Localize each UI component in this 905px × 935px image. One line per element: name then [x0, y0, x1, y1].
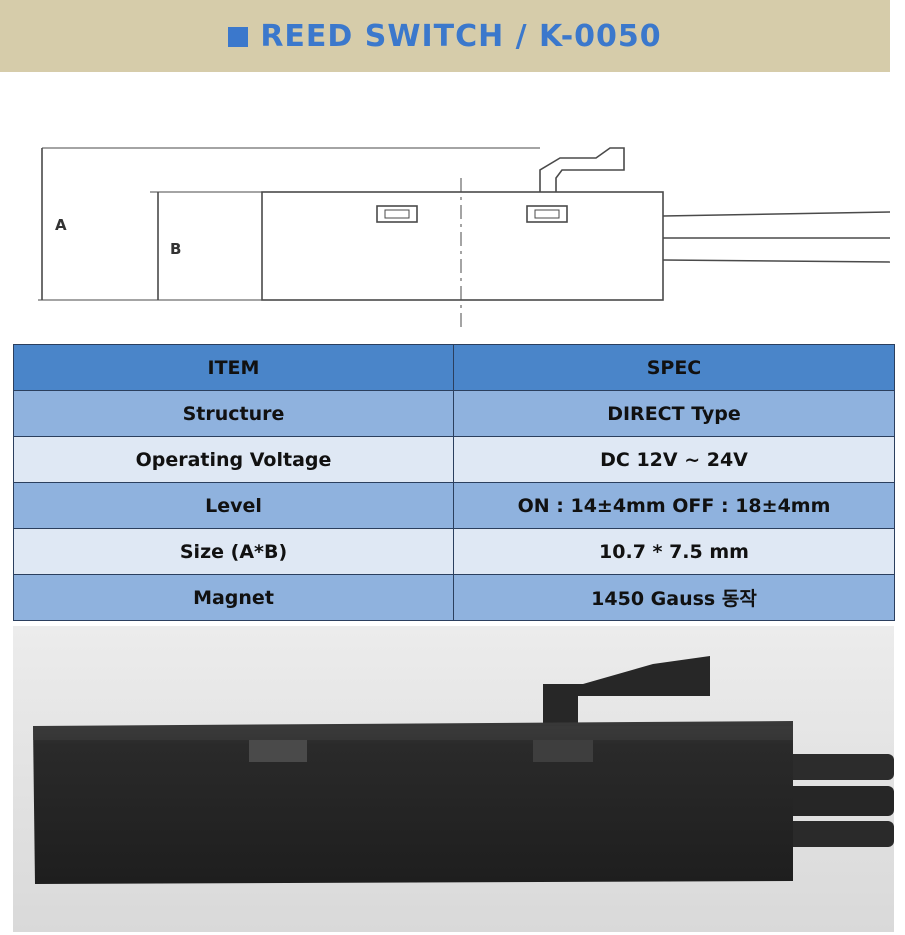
table-row: Level ON : 14±4mm OFF : 18±4mm: [13, 482, 895, 529]
label-b: B: [170, 240, 181, 258]
spec-cell: ON : 14±4mm OFF : 18±4mm: [453, 482, 895, 529]
page-title-text: REED SWITCH / K-0050: [260, 18, 662, 54]
title-bar: REED SWITCH / K-0050: [0, 0, 890, 72]
item-cell: Level: [13, 482, 454, 529]
window-right: [526, 205, 568, 223]
item-cell: Structure: [13, 390, 454, 437]
wire-bottom: [662, 259, 891, 263]
table-row: Operating Voltage DC 12V ~ 24V: [13, 436, 895, 483]
switch-hook-outline: [539, 147, 625, 192]
table-header-row: ITEM SPEC: [13, 344, 895, 391]
technical-drawing: A B: [38, 147, 891, 330]
switch-body: [33, 721, 793, 884]
wire-2: [783, 786, 894, 816]
spec-cell: 1450 Gauss 동작: [453, 574, 895, 621]
wire-top: [662, 211, 891, 217]
spec-cell: DC 12V ~ 24V: [453, 436, 895, 483]
table-row: Magnet 1450 Gauss 동작: [13, 574, 895, 621]
hook: [543, 656, 710, 724]
wire-3: [783, 821, 894, 847]
table-row: Structure DIRECT Type: [13, 390, 895, 437]
spec-table: ITEM SPEC Structure DIRECT Type Operatin…: [13, 344, 895, 621]
item-cell: Size (A*B): [13, 528, 454, 575]
product-photo: [13, 626, 894, 932]
header-spec: SPEC: [453, 344, 895, 391]
table-row: Size (A*B) 10.7 * 7.5 mm: [13, 528, 895, 575]
page-title: REED SWITCH / K-0050: [228, 19, 661, 54]
switch-body-outline: [261, 191, 664, 301]
square-bullet-icon: [228, 26, 249, 47]
photo-window-right: [533, 740, 593, 762]
window-left: [376, 205, 418, 223]
item-cell: Magnet: [13, 574, 454, 621]
spec-cell: DIRECT Type: [453, 390, 895, 437]
spec-cell: 10.7 * 7.5 mm: [453, 528, 895, 575]
wire-1: [783, 754, 894, 780]
photo-window-left: [249, 740, 307, 762]
item-cell: Operating Voltage: [13, 436, 454, 483]
header-item: ITEM: [13, 344, 454, 391]
label-a: A: [55, 216, 67, 234]
